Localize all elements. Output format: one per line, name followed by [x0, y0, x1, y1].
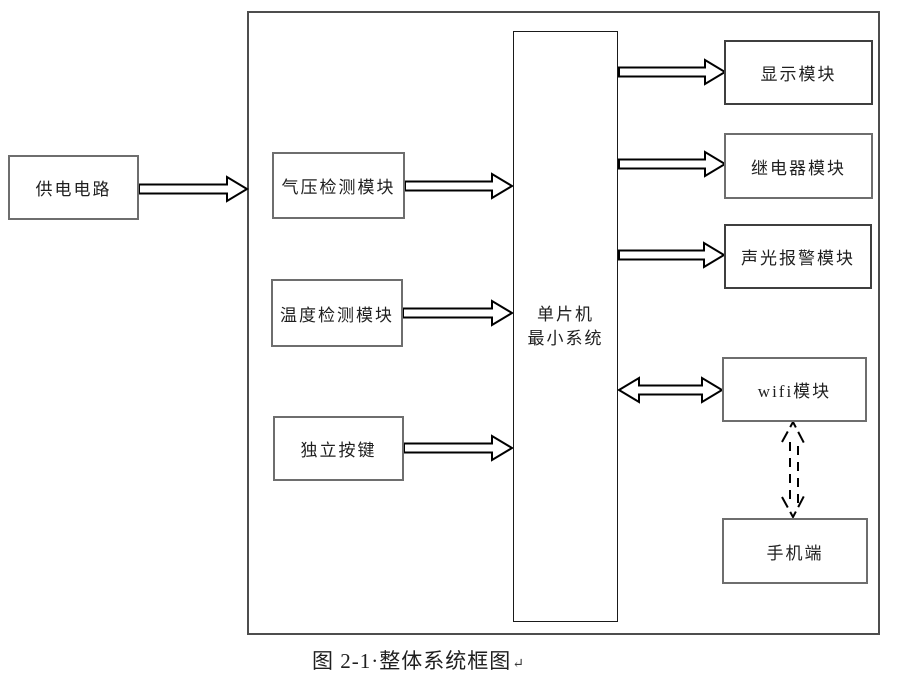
node-phone-client: 手机端 — [722, 518, 868, 584]
paragraph-return-mark: ↵ — [512, 657, 524, 672]
node-mcu-label-line1: 单片机 — [537, 304, 594, 324]
node-sound-light-alarm-module: 声光报警模块 — [724, 224, 872, 289]
node-relay-module: 继电器模块 — [724, 133, 873, 199]
node-mcu-label-line2: 最小系统 — [527, 328, 604, 348]
node-wifi-label: wifi模块 — [757, 382, 832, 401]
node-power-supply: 供电电路 — [8, 155, 139, 220]
node-independent-keys-label: 独立按键 — [300, 441, 377, 460]
node-independent-keys: 独立按键 — [273, 416, 404, 481]
node-phone-label: 手机端 — [766, 543, 824, 563]
node-pressure-detect-module: 气压检测模块 — [272, 152, 405, 219]
node-alarm-label: 声光报警模块 — [741, 249, 855, 268]
node-pressure-detect-label: 气压检测模块 — [281, 178, 396, 197]
node-wifi-module: wifi模块 — [722, 357, 867, 422]
system-boundary-frame — [247, 11, 880, 635]
arrow-power-to-system — [138, 175, 249, 203]
figure-caption-text: 图 2-1·整体系统框图 — [312, 649, 512, 673]
node-display-module: 显示模块 — [724, 40, 873, 105]
node-temperature-detect-label: 温度检测模块 — [280, 305, 394, 325]
node-temperature-detect-module: 温度检测模块 — [271, 279, 403, 347]
node-relay-label: 继电器模块 — [751, 158, 846, 178]
node-display-label: 显示模块 — [760, 65, 837, 84]
figure-caption: 图 2-1·整体系统框图↵ — [312, 645, 524, 675]
node-power-supply-label: 供电电路 — [35, 180, 112, 199]
node-mcu-minimal-system: 单片机 最小系统 — [513, 31, 618, 622]
